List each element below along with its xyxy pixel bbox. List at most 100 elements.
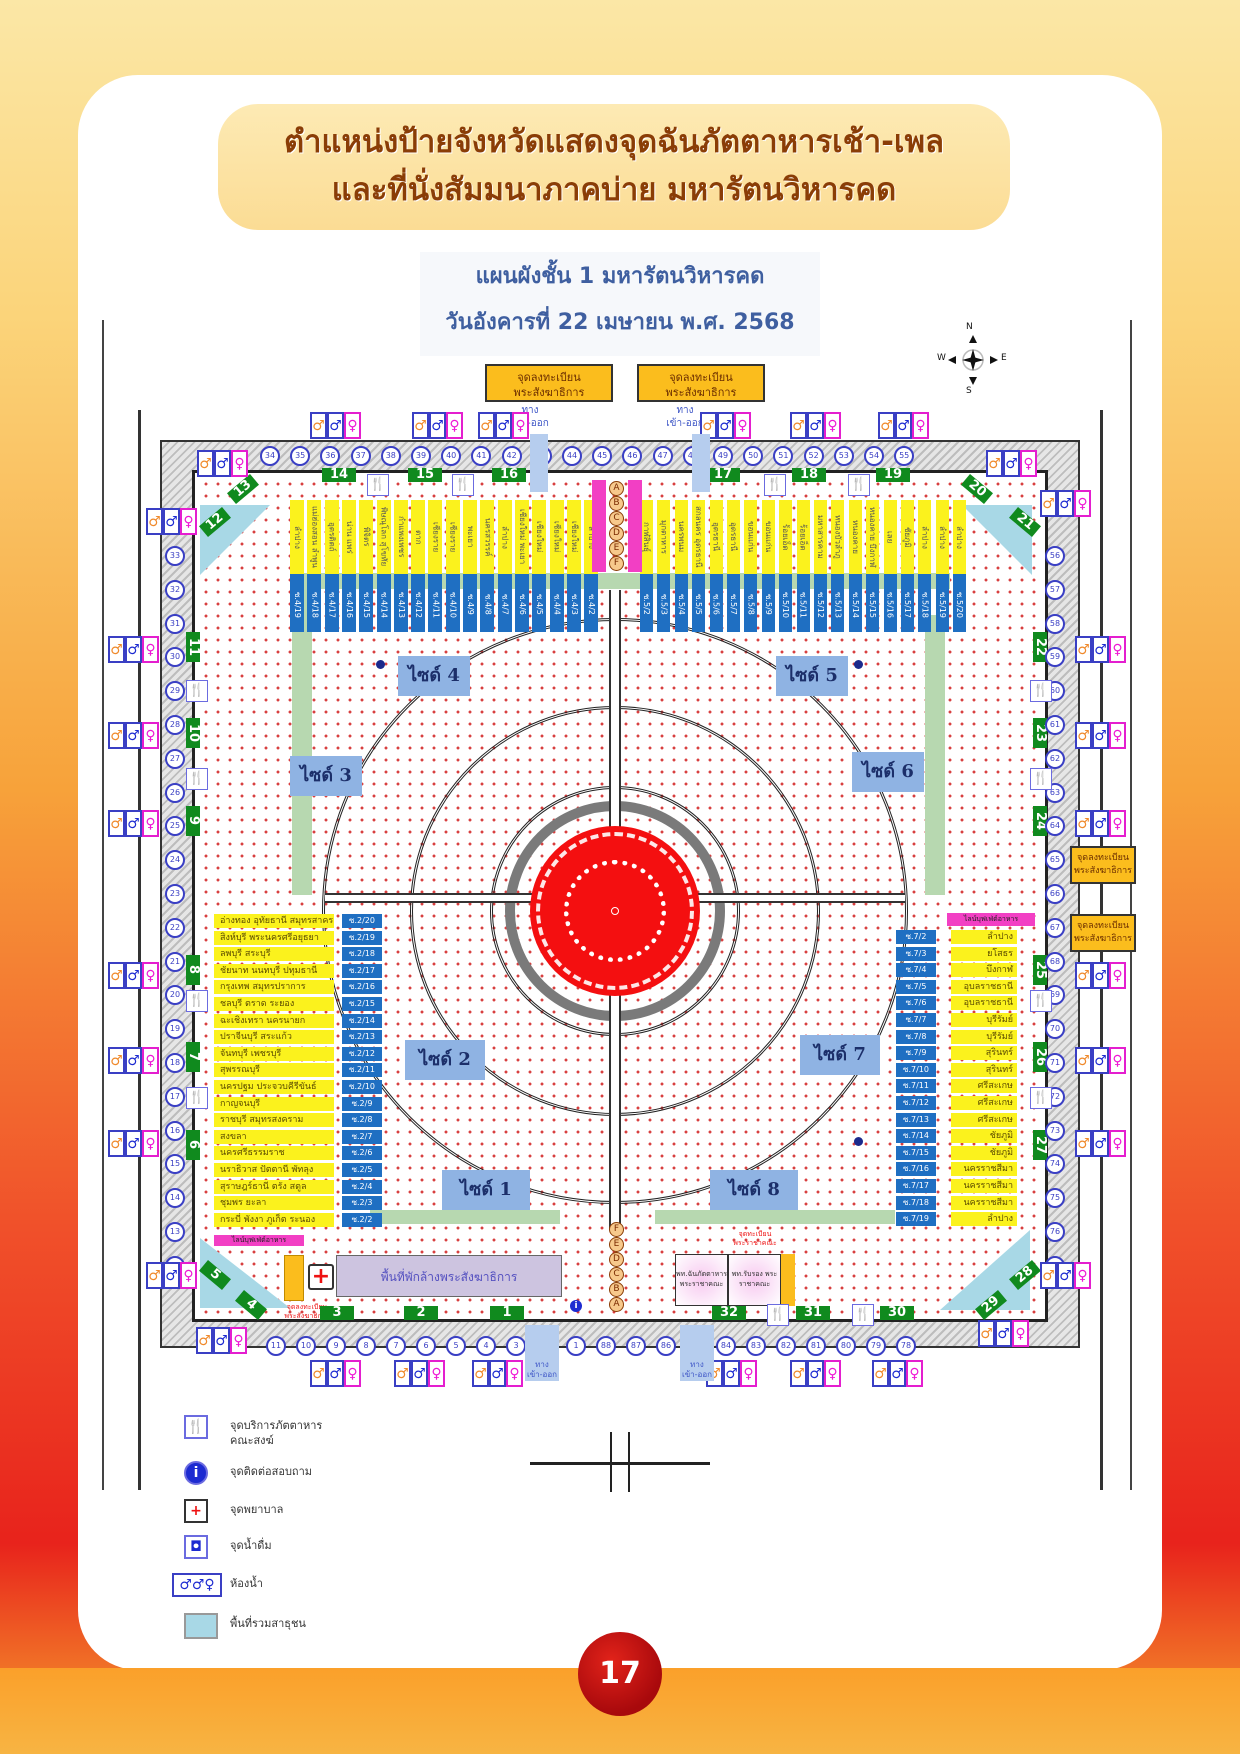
seat-block[interactable]: ซ.2/18 (342, 947, 382, 962)
seat-block[interactable]: ซ.5/2 (640, 574, 653, 632)
seat-block[interactable]: ซ.7/18 (896, 1195, 936, 1210)
seat-block[interactable]: ซ.5/12 (814, 574, 827, 632)
seat-block[interactable]: ซ.7/2 (896, 930, 936, 944)
male-restroom-icon: ♂ (1092, 722, 1109, 749)
pillar-marker: 54 (864, 446, 884, 466)
seat-block[interactable]: ซ.7/8 (896, 1029, 936, 1044)
site-label-4: ไซด์ 4 (398, 656, 470, 696)
zone-marker: 19 (876, 468, 910, 482)
seat-block[interactable]: ซ.5/20 (953, 574, 967, 632)
seat-block[interactable]: ซ.5/3 (657, 574, 671, 632)
seat-block[interactable]: ซ.7/5 (896, 979, 936, 994)
gate-top-left[interactable] (530, 434, 548, 492)
seat-block[interactable]: ซ.5/19 (935, 574, 949, 632)
seat-block[interactable]: ซ.2/17 (342, 963, 382, 978)
seat-block[interactable]: ซ.5/8 (744, 574, 758, 632)
seat-block[interactable]: ซ.2/16 (342, 980, 382, 995)
registration-label: พระสังฆาธิการ (665, 386, 737, 399)
seat-block[interactable]: ซ.5/4 (674, 574, 688, 632)
seat-block[interactable]: ซ.2/6 (342, 1146, 382, 1161)
gate-top-right[interactable] (692, 434, 710, 492)
seat-block[interactable]: ซ.5/9 (761, 574, 775, 632)
seat-block[interactable]: ซ.4/15 (359, 574, 374, 632)
gate-bottom-left[interactable] (525, 1325, 559, 1381)
seat-block[interactable]: ซ.4/16 (341, 574, 356, 632)
gate-label: เข้า-ออก (666, 418, 704, 429)
female-restroom-icon: ♀ (446, 412, 463, 439)
zone-marker: 1 (490, 1306, 524, 1320)
seat-block[interactable]: ซ.4/17 (324, 574, 339, 632)
seat-block[interactable]: ซ.4/10 (445, 574, 460, 632)
seat-block[interactable]: ซ.7/10 (896, 1062, 936, 1077)
seat-block[interactable]: ซ.4/4 (549, 574, 564, 632)
seat-block[interactable]: ซ.7/19 (896, 1212, 936, 1227)
seat-block[interactable]: ซ.2/5 (342, 1163, 382, 1177)
seat-block[interactable]: ซ.4/6 (514, 574, 529, 632)
province-sign: มหาสารคาม (814, 500, 827, 574)
seat-block[interactable]: ซ.5/7 (727, 574, 740, 632)
restroom-icon: ♂♂♀ (986, 450, 1037, 477)
seat-block[interactable]: ซ.4/9 (463, 574, 477, 632)
male-restroom-icon: ♂ (196, 1327, 213, 1354)
seat-block[interactable]: ซ.4/5 (532, 574, 547, 632)
seat-block[interactable]: ซ.7/17 (896, 1179, 936, 1193)
seat-block[interactable]: ซ.7/15 (896, 1145, 936, 1160)
seat-block[interactable]: ซ.2/2 (342, 1212, 382, 1227)
seat-block[interactable]: ซ.4/14 (376, 574, 391, 632)
seat-block[interactable]: ซ.5/10 (779, 574, 793, 632)
zone-marker: 25 (1033, 955, 1048, 985)
seat-block[interactable]: ซ.5/16 (883, 574, 897, 632)
seat-block[interactable]: ซ.2/19 (342, 930, 382, 945)
seat-block[interactable]: ซ.7/11 (896, 1079, 936, 1094)
gate-bottom-right[interactable] (680, 1325, 714, 1381)
seat-block[interactable]: ซ.4/11 (428, 574, 443, 632)
seat-block[interactable]: ซ.5/15 (866, 574, 880, 632)
seat-block[interactable]: ซ.7/9 (896, 1046, 936, 1061)
seat-block[interactable]: ซ.5/14 (848, 574, 862, 632)
seat-block[interactable]: ซ.7/4 (896, 963, 936, 978)
seat-block[interactable]: ซ.5/5 (692, 574, 706, 632)
province-sign: บึงกาฬ (951, 963, 1017, 978)
seat-block[interactable]: ซ.4/7 (497, 574, 512, 632)
monk-registration-line: จุดลงทะเบียน (286, 1303, 328, 1311)
seat-block[interactable]: ซ.2/3 (342, 1196, 382, 1211)
seat-block[interactable]: ซ.4/3 (566, 574, 581, 632)
seat-block[interactable]: ซ.2/7 (342, 1129, 382, 1144)
seat-block[interactable]: ซ.7/7 (896, 1013, 936, 1027)
seat-block[interactable]: ซ.7/13 (896, 1112, 936, 1127)
seat-block[interactable]: ซ.2/11 (342, 1063, 382, 1078)
gate-label: เข้า-ออก (681, 1370, 713, 1379)
seat-block[interactable]: ซ.2/14 (342, 1013, 382, 1028)
seat-block[interactable]: ซ.2/8 (342, 1113, 382, 1128)
seat-block[interactable]: ซ.7/6 (896, 996, 936, 1011)
seat-block[interactable]: ซ.5/18 (918, 574, 932, 632)
seat-block[interactable]: ซ.2/4 (342, 1179, 382, 1194)
seat-block[interactable]: ซ.4/8 (480, 574, 495, 632)
seat-block[interactable]: ซ.2/13 (342, 1030, 382, 1045)
seat-block[interactable]: ซ.7/3 (896, 946, 936, 961)
seat-block[interactable]: ซ.7/16 (896, 1162, 936, 1177)
seat-block[interactable]: ซ.7/14 (896, 1129, 936, 1144)
seat-block[interactable]: ซ.5/6 (709, 574, 723, 632)
seat-block[interactable]: ซ.2/12 (342, 1046, 382, 1061)
male-restroom-icon: ♂ (995, 1320, 1012, 1347)
seat-block[interactable]: ซ.4/13 (393, 574, 408, 632)
seat-block[interactable]: ซ.5/13 (831, 574, 845, 632)
province-sign: สิงห์บุรี พระนครศรีอยุธยา (214, 930, 334, 945)
seat-block[interactable]: ซ.4/18 (307, 574, 322, 632)
seat-block[interactable]: ซ.5/11 (796, 574, 810, 632)
seat-block[interactable]: ซ.2/9 (342, 1096, 382, 1111)
seat-block[interactable]: ซ.4/12 (411, 574, 426, 632)
male-restroom-icon: ♂ (495, 412, 512, 439)
seat-block[interactable]: ซ.2/10 (342, 1080, 382, 1094)
title-line-2: และที่นั่งสัมมนาภาคบ่าย มหารัตนวิหารคด (331, 172, 897, 208)
seat-block[interactable]: ซ.5/17 (901, 574, 914, 632)
male-restroom-icon: ♂ (125, 722, 142, 749)
seat-block[interactable]: ซ.4/2 (584, 574, 599, 632)
seat-block[interactable]: ซ.7/12 (896, 1096, 936, 1110)
seat-block[interactable]: ซ.2/15 (342, 997, 382, 1011)
restroom-icon: ♂♂♀ (108, 810, 159, 837)
province-sign: นครราชสีมา (951, 1179, 1017, 1193)
seat-block[interactable]: ซ.2/20 (342, 914, 382, 928)
seat-block[interactable]: ซ.4/19 (290, 574, 304, 632)
